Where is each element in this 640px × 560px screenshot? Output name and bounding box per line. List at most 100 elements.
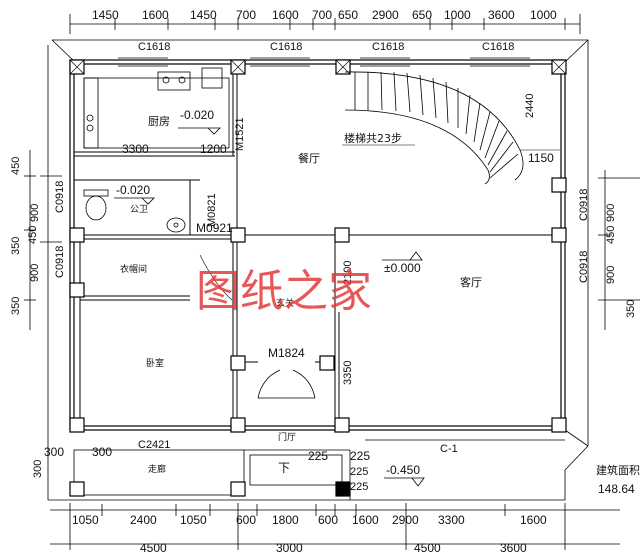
bottom-dimension-texts: 1050 2400 1050 600 1800 600 1600 2900 33…: [72, 513, 547, 555]
dim-text: 3300: [122, 142, 149, 156]
right-dim-text: 900: [605, 204, 617, 222]
top-dim-text: 1000: [530, 8, 557, 22]
window-code: C0918: [54, 181, 66, 213]
bottom-dim-text: 600: [236, 513, 256, 527]
top-window-codes: C1618 C1618 C1618 C1618: [138, 41, 514, 53]
right-dim-text: 900: [605, 266, 617, 284]
top-dim-text: 1450: [92, 8, 119, 22]
window-code: C1618: [372, 41, 404, 53]
left-dim-text: 900: [29, 264, 41, 282]
bottom-dim-text: 1800: [272, 513, 299, 527]
bottom-dim-text: 1600: [352, 513, 379, 527]
room-label-hall: 玄关: [276, 297, 294, 309]
door-code: M1521: [234, 117, 246, 151]
bottom-total-text: 3600: [500, 541, 527, 555]
stair-down-label: 下: [278, 461, 290, 475]
window-code: C0918: [578, 189, 590, 221]
top-dim-text: 700: [312, 8, 332, 22]
bottom-dim-text: 2900: [392, 513, 419, 527]
left-dimension-texts: 450 900 450 900 350 350 C0918 C0918: [10, 157, 66, 315]
bottom-dim-text: 1050: [180, 513, 207, 527]
level-text: -0.020: [180, 108, 214, 122]
stair-note: 楼梯共23步: [344, 131, 402, 145]
top-dim-text: 1000: [444, 8, 471, 22]
dim-text: 1150: [528, 151, 554, 165]
right-dim-text: 450: [605, 226, 617, 244]
dim-text: 3350: [342, 361, 354, 385]
level-text: -0.450: [386, 463, 420, 477]
right-dimension-texts: 900 450 900 350 C0918 C0918: [578, 189, 637, 318]
exterior-walls: [69, 59, 566, 431]
window-code: C0918: [578, 251, 590, 283]
door-code: M0921: [196, 221, 233, 235]
bottom-total-text: 3000: [276, 541, 303, 555]
dim-text: 2440: [524, 94, 536, 118]
window-code: C1618: [270, 41, 302, 53]
top-dim-text: 1600: [272, 8, 299, 22]
window-code: C1618: [482, 41, 514, 53]
porch-outline: [73, 439, 565, 500]
door-swing: [199, 254, 233, 301]
left-dim-text: 900: [29, 204, 41, 222]
top-dim-text: 650: [338, 8, 358, 22]
dim-text: 300: [32, 460, 44, 478]
room-label-corridor: 走廊: [148, 463, 166, 475]
room-label-kitchen: 厨房: [148, 115, 170, 128]
level-mark: [178, 127, 221, 135]
area-label: 建筑面积: [596, 463, 640, 477]
top-dimension-texts: 1450 1600 1450 700 1600 700 650 2900 650…: [92, 8, 557, 22]
bottom-dim-text: 1600: [520, 513, 547, 527]
left-dim-text: 350: [10, 297, 22, 315]
bottom-dim-text: 2400: [130, 513, 157, 527]
left-dim-text: 350: [10, 237, 22, 255]
column-crosses: [69, 59, 567, 75]
dim-text: 300: [92, 445, 112, 459]
bottom-total-text: 4500: [140, 541, 167, 555]
spiral-stair: [344, 71, 524, 185]
window-code: C0918: [54, 246, 66, 278]
level-text: ±0.000: [384, 261, 421, 275]
level-mark: [382, 251, 423, 261]
left-dimension-line: [24, 150, 62, 330]
top-dim-text: 1450: [190, 8, 217, 22]
entry-door: [257, 369, 316, 399]
dim-text: 300: [44, 445, 64, 459]
dim-text: 1200: [200, 142, 227, 156]
left-dim-text: 450: [10, 157, 22, 175]
toilet-icon: [83, 189, 186, 233]
level-mark: [114, 197, 155, 205]
top-windows: [118, 57, 530, 67]
area-value: 148.64: [598, 482, 635, 496]
interior-walls: [74, 64, 561, 430]
room-label-living: 客厅: [460, 275, 482, 289]
watermark: 图纸之家: [196, 266, 372, 317]
room-label-porch: 门厅: [278, 431, 296, 443]
bottom-total-text: 4500: [414, 541, 441, 555]
room-label-bedroom: 卧室: [146, 357, 164, 369]
bottom-dim-text: 3300: [438, 513, 465, 527]
left-dim-text: 450: [27, 226, 39, 244]
dim-text: 225: [350, 449, 370, 463]
window-code: C2421: [138, 439, 170, 451]
right-dimension-line: [598, 170, 640, 330]
dim-text: 225: [350, 481, 368, 493]
dim-text: 2100: [342, 261, 354, 285]
top-dim-text: 2900: [372, 8, 399, 22]
level-mark: [384, 477, 425, 487]
bottom-dimension-line: [50, 503, 620, 550]
bottom-dim-text: 600: [318, 513, 338, 527]
room-label-public-wc: 公卫: [130, 204, 148, 215]
door-code: M1824: [268, 346, 305, 360]
door-code: M0821: [206, 193, 218, 227]
room-label-dining: 餐厅: [298, 151, 320, 165]
room-label-closet: 衣帽间: [120, 263, 147, 275]
level-text: -0.020: [116, 183, 150, 197]
eave-outline: [47, 39, 589, 501]
dim-text: 225: [308, 449, 328, 463]
top-dim-text: 700: [236, 8, 256, 22]
dim-text: 225: [350, 466, 368, 478]
top-dimension-line: [69, 14, 581, 34]
top-dim-text: 3600: [488, 8, 515, 22]
right-dim-text: 350: [625, 300, 637, 318]
